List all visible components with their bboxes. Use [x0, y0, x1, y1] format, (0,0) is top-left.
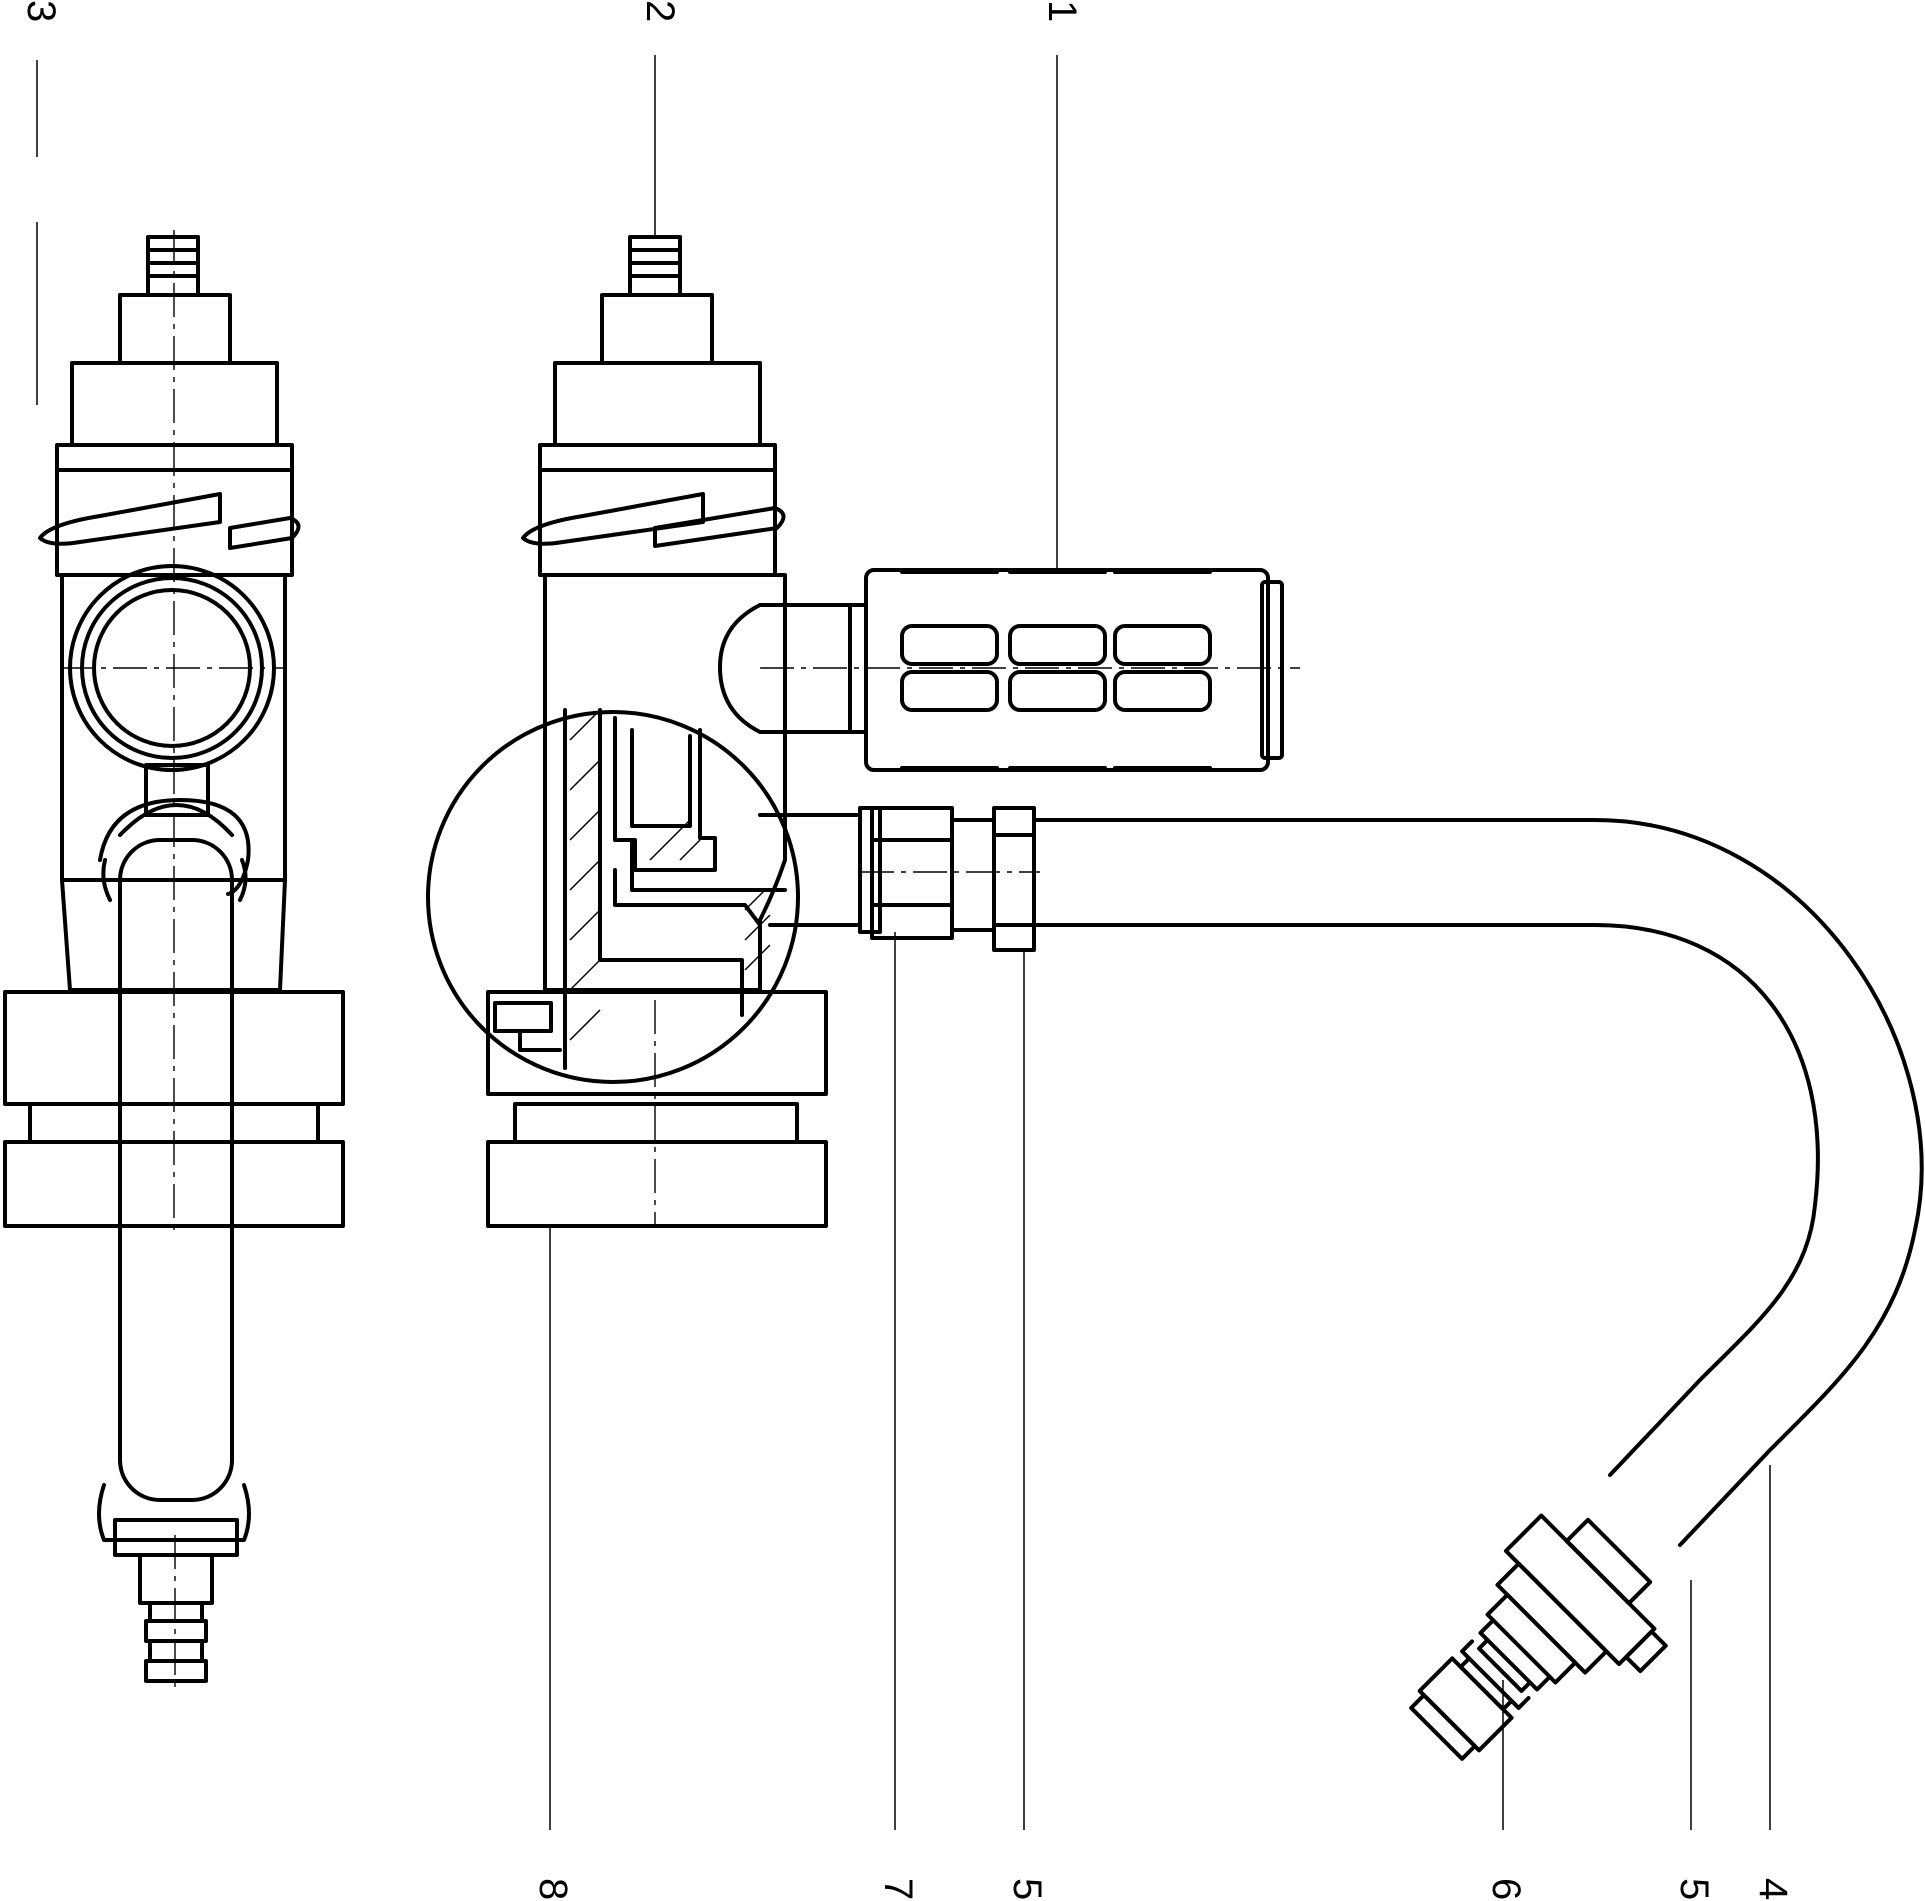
side-bayonet-lug	[38, 492, 301, 550]
side-hose-barb-top	[146, 235, 200, 297]
front-cap	[553, 361, 762, 447]
union-nut-5	[992, 806, 1036, 952]
union-nut-7	[870, 806, 954, 940]
side-view	[3, 230, 345, 1690]
callout-5a: 5	[1005, 1878, 1049, 1900]
front-bayonet-lug	[521, 492, 786, 548]
curved-hose	[1032, 818, 1924, 1547]
front-flange-spacer	[513, 1102, 799, 1144]
front-flange-upper	[486, 990, 828, 1096]
callout-3: 3	[19, 0, 63, 22]
leader-lines	[36, 55, 1771, 1830]
front-cap-neck	[600, 293, 714, 365]
callout-labels: 3 2 1 8 7 5 6 5 4	[19, 0, 1795, 1900]
callout-4: 4	[1751, 1878, 1795, 1900]
filter-silencer	[864, 568, 1284, 772]
outlet-connector	[758, 806, 1040, 952]
side-bottom-fitting	[97, 1483, 251, 1690]
callout-6: 6	[1484, 1878, 1528, 1900]
callout-7: 7	[876, 1878, 920, 1900]
front-hose-barb-top	[628, 235, 682, 297]
side-pipe	[98, 763, 251, 1502]
section-detail	[426, 708, 800, 1084]
callout-8: 8	[531, 1878, 575, 1900]
hose-end-fitting	[1409, 1513, 1668, 1761]
callout-5b: 5	[1672, 1878, 1716, 1900]
front-view	[426, 235, 1924, 1761]
side-cap-neck	[118, 293, 232, 365]
front-valve-body	[543, 573, 787, 992]
callout-2: 2	[638, 0, 682, 22]
front-flange-lower	[486, 1140, 828, 1228]
front-collar	[538, 443, 777, 577]
callout-1: 1	[1040, 0, 1084, 22]
